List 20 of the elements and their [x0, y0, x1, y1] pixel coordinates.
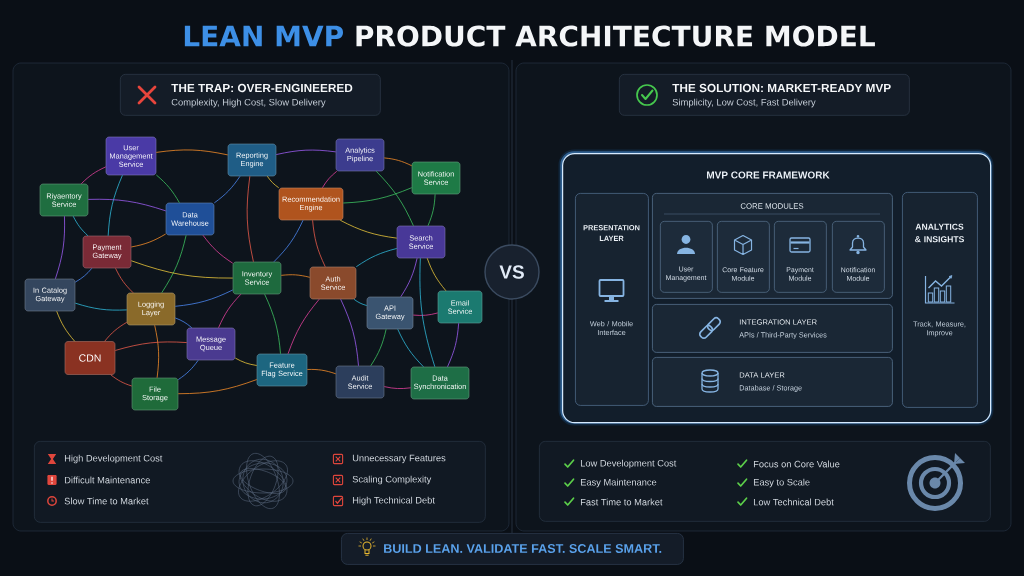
vs-badge: VS [484, 244, 540, 300]
list-item: High Technical Debt [353, 496, 435, 506]
list-item: Unnecessary Features [352, 454, 446, 464]
list-item: Low Development Cost [581, 459, 677, 469]
node-label: ANALYTICS & INSIGHTS [915, 223, 965, 243]
list-item: Low Technical Debt [754, 498, 834, 506]
node-label: BUILD LEAN. VALIDATE FAST. SCALE SMART. [384, 544, 662, 553]
title: LEAN MVP PRODUCT ARCHITECTURE MODEL [184, 25, 875, 47]
list-item: High Development Cost [64, 454, 163, 464]
list-item: Scaling Complexity [352, 475, 432, 485]
list-item: Easy Maintenance [581, 478, 657, 488]
service-box: CDN [64, 341, 116, 375]
list-item: Easy to Scale [754, 478, 810, 488]
list-item: Focus on Core Value [754, 460, 840, 468]
banner: BUILD LEAN. VALIDATE FAST. SCALE SMART. [341, 533, 684, 565]
header-box: THE TRAP: OVER-ENGINEERED Complexity, High Cost, Slow Delivery [120, 74, 381, 116]
list-item: Slow Time to Market [64, 497, 149, 505]
list-item: Fast Time to Market [581, 498, 663, 506]
header-box: THE SOLUTION: MARKET-READY MVP Simplicity, Low Cost, Fast Delivery [619, 74, 910, 116]
list-item: Difficult Maintenance [64, 476, 150, 484]
